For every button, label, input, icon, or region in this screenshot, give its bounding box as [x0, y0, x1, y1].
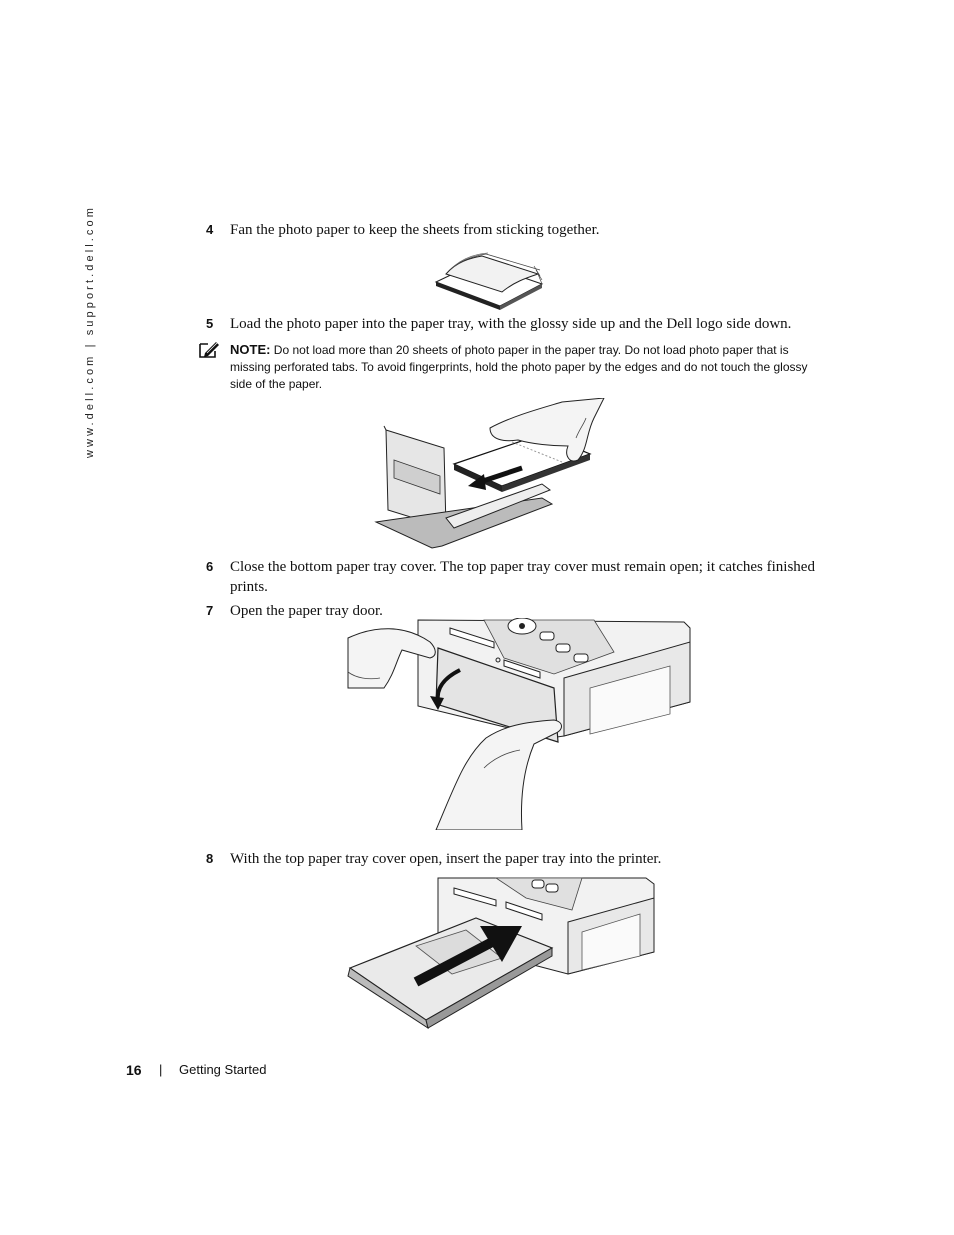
step-number: 5 [206, 316, 214, 331]
step-number: 4 [206, 222, 214, 237]
footer-separator: | [159, 1062, 163, 1077]
step-text: Load the photo paper into the paper tray… [230, 316, 792, 332]
load-paper-tray-illustration [374, 398, 605, 549]
step-7: 7 Open the paper tray door. [206, 601, 826, 621]
note-text: Do not load more than 20 sheets of photo… [230, 343, 808, 391]
open-tray-door-illustration [347, 618, 691, 830]
page-number: 16 [126, 1062, 142, 1078]
step-text: Close the bottom paper tray cover. The t… [230, 559, 815, 595]
fanned-paper-illustration [434, 252, 544, 310]
step-text: Fan the photo paper to keep the sheets f… [230, 222, 600, 238]
step-4: 4 Fan the photo paper to keep the sheets… [206, 220, 826, 240]
step-number: 6 [206, 559, 214, 574]
section-title: Getting Started [179, 1062, 267, 1077]
pencil-note-icon [198, 341, 220, 359]
step-8: 8 With the top paper tray cover open, in… [206, 849, 826, 869]
step-text: Open the paper tray door. [230, 603, 383, 619]
step-text: With the top paper tray cover open, inse… [230, 851, 662, 867]
step-5: 5 Load the photo paper into the paper tr… [206, 314, 826, 334]
note-callout: NOTE: Do not load more than 20 sheets of… [198, 341, 818, 393]
step-number: 7 [206, 603, 214, 618]
side-margin-url: www.dell.com | support.dell.com [84, 204, 96, 458]
step-number: 8 [206, 851, 214, 866]
insert-tray-illustration [347, 877, 655, 1030]
note-label: NOTE: [230, 342, 271, 357]
page-footer: 16 | Getting Started [126, 1062, 266, 1078]
step-6: 6 Close the bottom paper tray cover. The… [206, 557, 826, 597]
